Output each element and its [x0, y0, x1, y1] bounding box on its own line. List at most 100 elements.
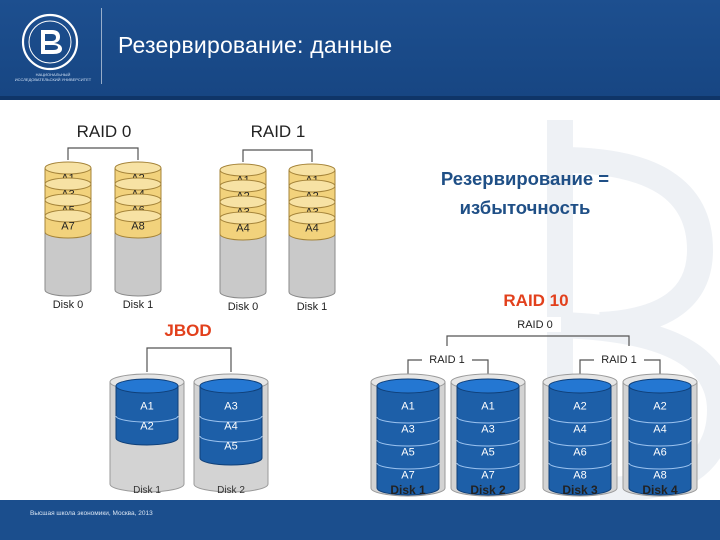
disk-name: Disk 0 [53, 299, 84, 311]
disk-stripe-top [219, 179, 267, 193]
disk-stripe-top [114, 177, 162, 191]
block-label: A1 [140, 401, 153, 413]
disk-stripe-top [219, 211, 267, 225]
disk-stripe-top [288, 211, 336, 225]
disk-stripe-top [44, 193, 92, 207]
university-seal-icon [21, 13, 79, 71]
raid0-bracket [67, 147, 139, 160]
raid1-group-label-bg [594, 352, 644, 367]
block-label: A8 [131, 220, 144, 232]
block-label: A4 [236, 222, 249, 234]
block-label: A3 [401, 424, 414, 436]
block-label: A1 [401, 401, 414, 413]
header-rule [0, 96, 720, 100]
disk-stripe-line [548, 416, 612, 424]
redundancy-note: Резервирование = избыточность [400, 164, 650, 222]
raid10-label: RAID 10 [503, 291, 568, 310]
block-label: A4 [224, 421, 237, 433]
block-label: A7 [401, 470, 414, 482]
block-label: A2 [573, 401, 586, 413]
disk-stripe-line [628, 462, 692, 470]
disk-stripe-line [456, 439, 520, 447]
university-logo [10, 8, 96, 92]
disk-name: Disk 1 [297, 301, 328, 313]
raid0-label: RAID 0 [77, 122, 132, 141]
block-label: A2 [653, 401, 666, 413]
disk-stripe-line [199, 415, 263, 423]
disk-stripe-line [376, 462, 440, 470]
disk-stripe-top [288, 179, 336, 193]
disk-stripe-line [456, 416, 520, 424]
disk-platter [199, 385, 263, 466]
block-label: A2 [140, 421, 153, 433]
block-label: A4 [653, 424, 666, 436]
raid1-group-label-bg [422, 352, 472, 367]
block-label: A5 [224, 441, 237, 453]
disk-stripe-top [114, 193, 162, 207]
raid1-group-label: RAID 1 [429, 354, 464, 366]
disk-stripe-line [456, 462, 520, 470]
disk-platter-top [115, 378, 179, 394]
disk-name: Disk 1 [123, 299, 154, 311]
disk-name: Disk 3 [562, 483, 598, 497]
disk-stripe-top [219, 195, 267, 209]
jbod-bracket [146, 347, 232, 372]
logo-caption: НАЦИОНАЛЬНЫЙ ИССЛЕДОВАТЕЛЬСКИЙ УНИВЕРСИТ… [14, 72, 92, 82]
slide-header [0, 0, 720, 96]
raid1-label: RAID 1 [251, 122, 306, 141]
block-label: A7 [481, 470, 494, 482]
slide-footer [0, 500, 720, 540]
disk-stripe-top [44, 161, 92, 175]
disk-platter [115, 385, 179, 446]
disk-name: Disk 1 [133, 485, 161, 496]
raid1-bracket [242, 149, 313, 162]
block-label: A5 [481, 447, 494, 459]
block-label: A6 [653, 447, 666, 459]
block-label: A7 [61, 220, 74, 232]
disk-stripe-top [114, 209, 162, 223]
raid1-group-label: RAID 1 [601, 354, 636, 366]
disk-stripe-line [628, 439, 692, 447]
disk-platter-top [199, 378, 263, 394]
footer-text: Высшая школа экономики, Москва, 2013 [30, 510, 153, 517]
block-label: A6 [573, 447, 586, 459]
block-label: A1 [481, 401, 494, 413]
disk-stripe-line [115, 415, 179, 423]
disk-stripe-line [628, 416, 692, 424]
disk-platter-top [456, 378, 520, 394]
slide-title: Резервирование: данные [118, 32, 393, 58]
disk-name: Disk 2 [217, 485, 245, 496]
disk-stripe-top [44, 177, 92, 191]
disk-name: Disk 1 [390, 483, 426, 497]
logo-divider [101, 8, 102, 84]
disk-stripe-line [548, 462, 612, 470]
jbod-label: JBOD [164, 321, 211, 340]
disk-stripe-line [376, 439, 440, 447]
raid10-top-label: RAID 0 [517, 319, 552, 331]
disk-stripe-line [376, 416, 440, 424]
block-label: A8 [573, 470, 586, 482]
disk-stripe-line [199, 435, 263, 443]
raid10-top-bracket [446, 335, 630, 346]
block-label: A3 [481, 424, 494, 436]
disk-stripe-top [219, 163, 267, 177]
disk-stripe-top [114, 161, 162, 175]
disk-platter-top [376, 378, 440, 394]
disk-stripe-line [548, 439, 612, 447]
block-label: A8 [653, 470, 666, 482]
block-label: A4 [305, 222, 318, 234]
disk-stripe-top [44, 209, 92, 223]
block-label: A5 [401, 447, 414, 459]
disk-platter-top [548, 378, 612, 394]
disk-name: Disk 0 [228, 301, 259, 313]
note-line-2: избыточность [459, 197, 591, 218]
note-line-1: Резервирование = [440, 168, 610, 189]
block-label: A3 [224, 401, 237, 413]
disk-platter-top [628, 378, 692, 394]
block-label: A4 [573, 424, 586, 436]
disk-stripe-top [288, 163, 336, 177]
raid10-top-label-bg [509, 317, 561, 332]
disk-stripe-top [288, 195, 336, 209]
disk-name: Disk 2 [470, 483, 506, 497]
